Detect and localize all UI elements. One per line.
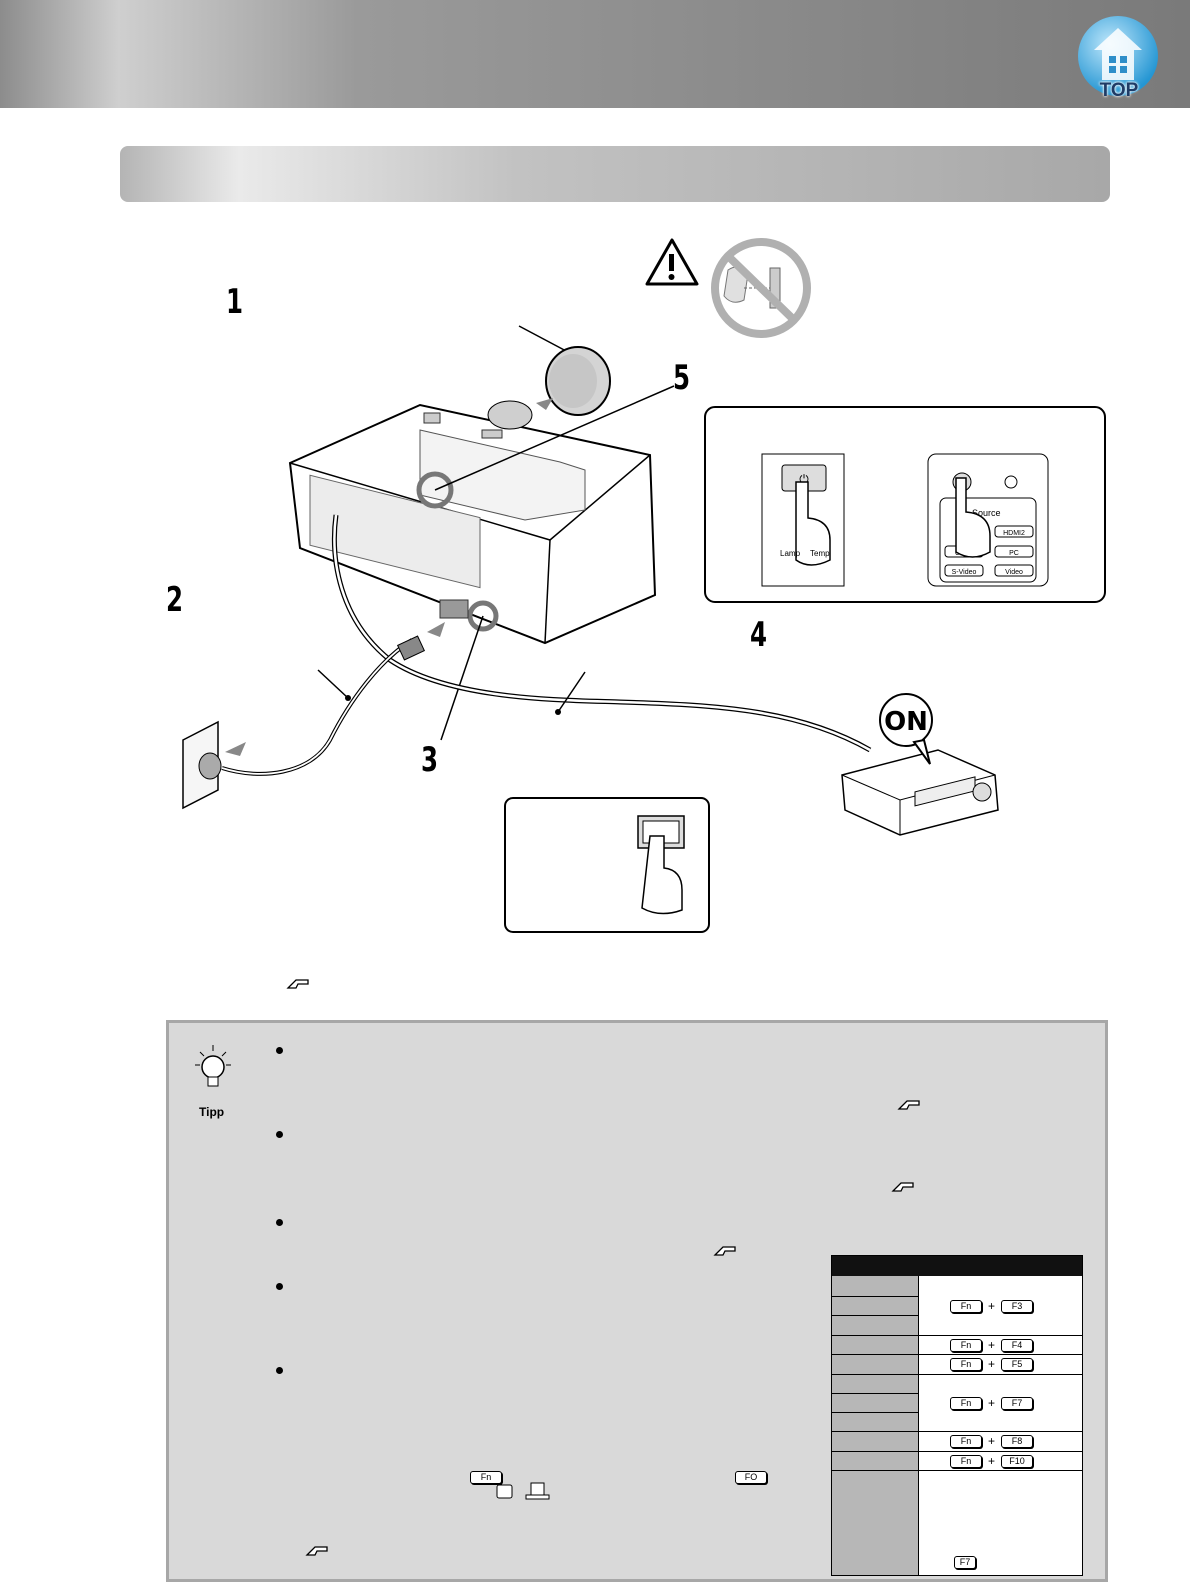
reference-icon <box>286 979 309 989</box>
fn-key: Fn <box>950 1434 982 1448</box>
tip-bullet-5 <box>276 1367 283 1374</box>
table-row: Fn+ F8 <box>950 1434 1034 1448</box>
fn-key: Fn <box>950 1338 982 1352</box>
f7-key: F7 <box>954 1556 976 1569</box>
reference-icon <box>305 1546 328 1556</box>
setup-illustration: ON ⏻ Lamp Temp Source HDMI2 Comp PC S-Vi… <box>182 238 1106 989</box>
tip-bullet-2 <box>276 1131 283 1138</box>
reference-icon <box>897 1100 920 1110</box>
panel-lamp-label: Lamp <box>780 549 801 558</box>
video-source-device <box>841 749 999 836</box>
lens-cap <box>518 325 611 416</box>
function-key: F7 <box>1001 1396 1034 1410</box>
remote-hdmi2-label: HDMI2 <box>1003 530 1025 537</box>
table-row: Fn+ F7 <box>950 1396 1034 1410</box>
reference-icon <box>713 1246 736 1256</box>
table-row: Fn+ F4 <box>950 1338 1034 1352</box>
on-label: ON <box>884 707 928 737</box>
panel-temp-label: Temp <box>810 549 830 558</box>
monitor-icon <box>496 1484 513 1499</box>
fn-key: Fn <box>950 1454 982 1468</box>
top-button[interactable]: TOP <box>1076 14 1160 104</box>
main-switch-inset <box>504 797 710 933</box>
on-speech-bubble: ON <box>879 693 933 765</box>
reference-icon <box>891 1182 914 1192</box>
top-icon <box>1078 16 1158 96</box>
tip-bullet-1 <box>276 1047 283 1054</box>
function-key: F5 <box>1001 1357 1034 1371</box>
no-look-icon <box>711 238 811 338</box>
key-combination-table: Fn+ F3 Fn+ F4 Fn+ F5 Fn+ F7 Fn+ F8 Fn+ F… <box>831 1255 1083 1576</box>
tip-label: Tipp <box>199 1105 225 1119</box>
step-2-number: 2 <box>166 580 184 620</box>
function-key: F10 <box>1001 1454 1034 1468</box>
table-left-column <box>832 1276 918 1575</box>
section-title-bar <box>120 146 1110 202</box>
tip-bullet-4 <box>276 1283 283 1290</box>
tip-bullet-3 <box>276 1219 283 1226</box>
function-key: F4 <box>1001 1338 1034 1352</box>
fn-key: Fn <box>950 1396 982 1410</box>
step-5-number: 5 <box>673 358 691 398</box>
wall-outlet <box>182 720 246 810</box>
function-key: F3 <box>1001 1299 1034 1313</box>
header-bar <box>0 0 1190 108</box>
fn-key: Fn <box>950 1299 982 1313</box>
cables <box>221 514 872 776</box>
table-header <box>832 1256 1082 1276</box>
power-on-inset: ⏻ Lamp Temp Source HDMI2 Comp PC S-Video… <box>704 406 1106 603</box>
table-row: Fn+ F3 <box>950 1299 1034 1313</box>
remote-svideo-label: S-Video <box>952 569 977 576</box>
step-4-number: 4 <box>750 615 768 655</box>
table-row: Fn+ F5 <box>950 1357 1034 1371</box>
remote-video-label: Video <box>1005 569 1023 576</box>
projector-illustration <box>288 385 675 741</box>
warning-icon <box>645 238 699 286</box>
top-label: TOP <box>1099 80 1139 101</box>
function-key: F8 <box>1001 1434 1034 1448</box>
step-3-number: 3 <box>421 740 439 780</box>
fo-key: FO <box>735 1471 767 1484</box>
tip-reference-icons <box>305 1100 920 1556</box>
laptop-icon <box>530 1482 545 1496</box>
remote-source-label: Source <box>972 508 1001 518</box>
fn-key: Fn <box>950 1357 982 1371</box>
remote-pc-label: PC <box>1009 550 1019 557</box>
tip-panel: Tipp Fn FO Fn+ F3 Fn+ F4 <box>166 1020 1108 1582</box>
step-1-number: 1 <box>226 282 244 322</box>
fn-key: Fn <box>470 1471 502 1484</box>
table-row: Fn+ F10 <box>950 1454 1034 1468</box>
lightbulb-icon <box>195 1045 231 1087</box>
svg-text:⏻: ⏻ <box>799 472 809 486</box>
